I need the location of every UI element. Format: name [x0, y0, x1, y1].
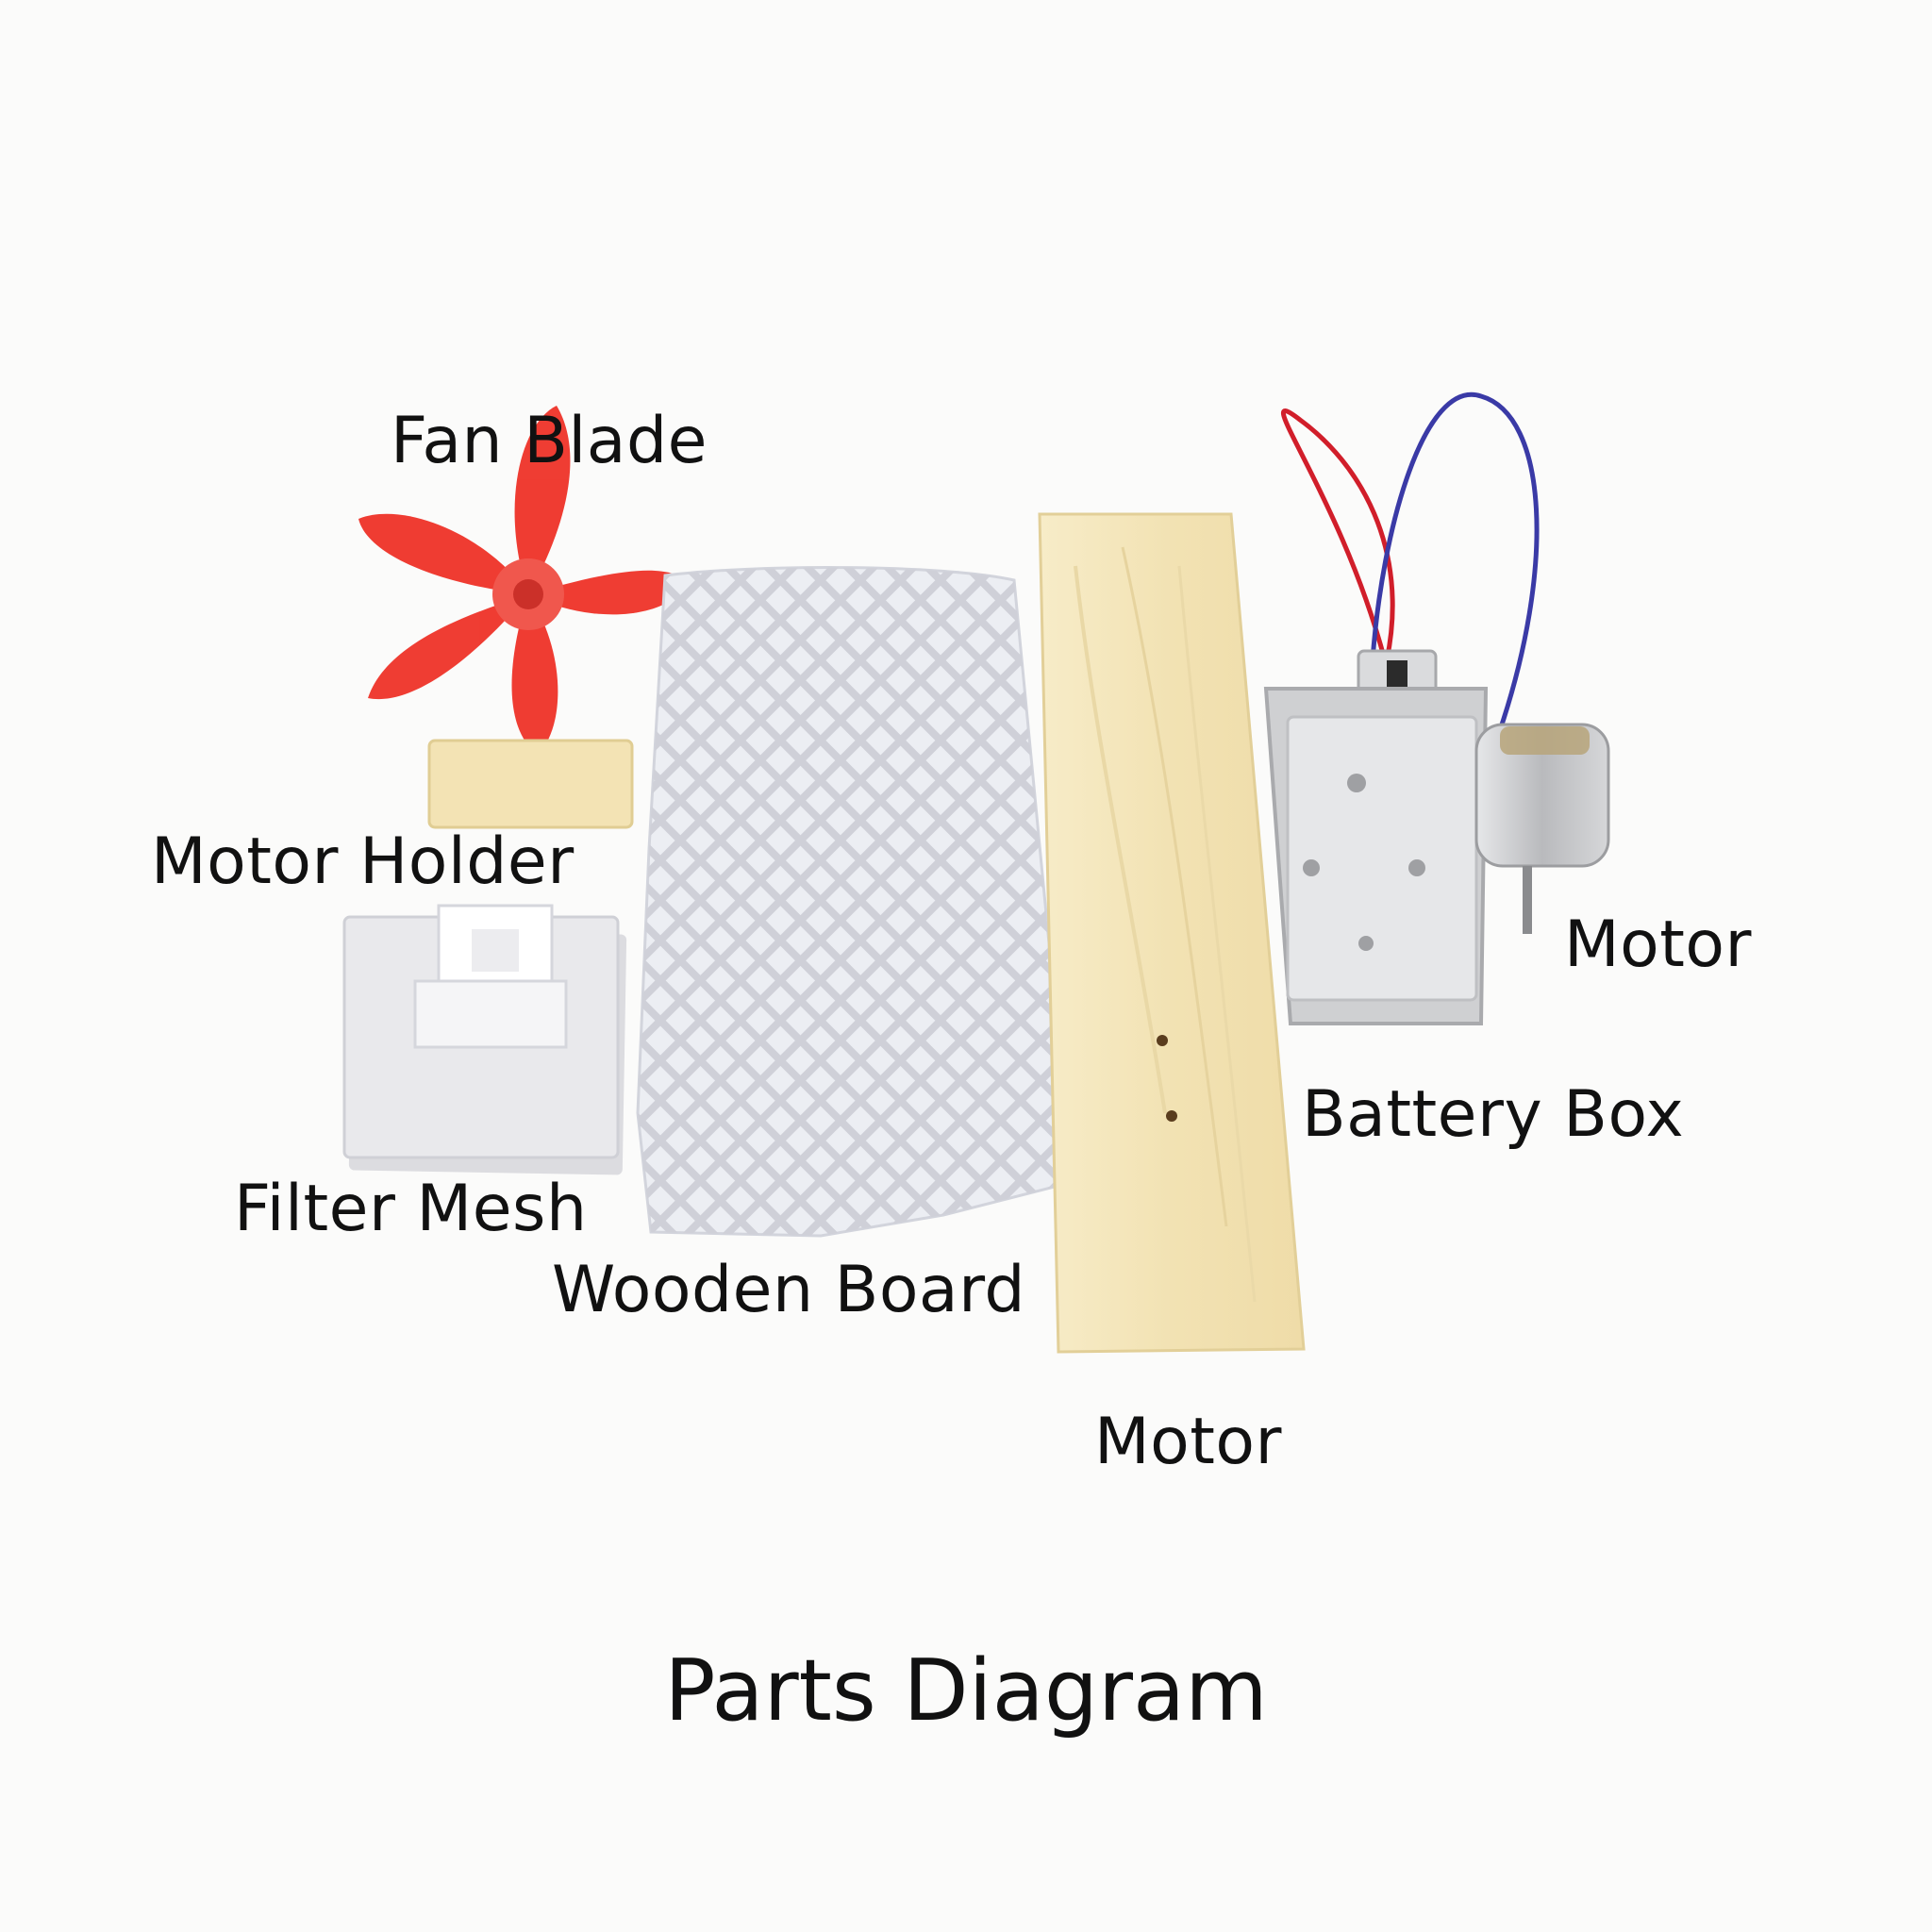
- label-motor-right: Motor: [1564, 908, 1752, 982]
- foam-block-icon: [427, 739, 634, 829]
- label-motor-holder: Motor Holder: [151, 824, 575, 899]
- wooden-board-icon: [1038, 512, 1306, 1354]
- battery-box-icon: [1263, 391, 1540, 1025]
- motor-icon: [1474, 723, 1610, 934]
- label-motor-bottom: Motor: [1094, 1405, 1282, 1479]
- label-filter-mesh: Filter Mesh: [234, 1172, 588, 1246]
- filter-mesh-icon: [636, 566, 1057, 1238]
- label-battery-box: Battery Box: [1302, 1077, 1685, 1152]
- fan-blade-icon: [358, 406, 689, 755]
- diagram-title: Parts Diagram: [664, 1641, 1268, 1740]
- label-wooden-board: Wooden Board: [552, 1253, 1026, 1327]
- label-fan-blade: Fan Blade: [391, 404, 708, 478]
- motor-holder-icon: [342, 904, 627, 1175]
